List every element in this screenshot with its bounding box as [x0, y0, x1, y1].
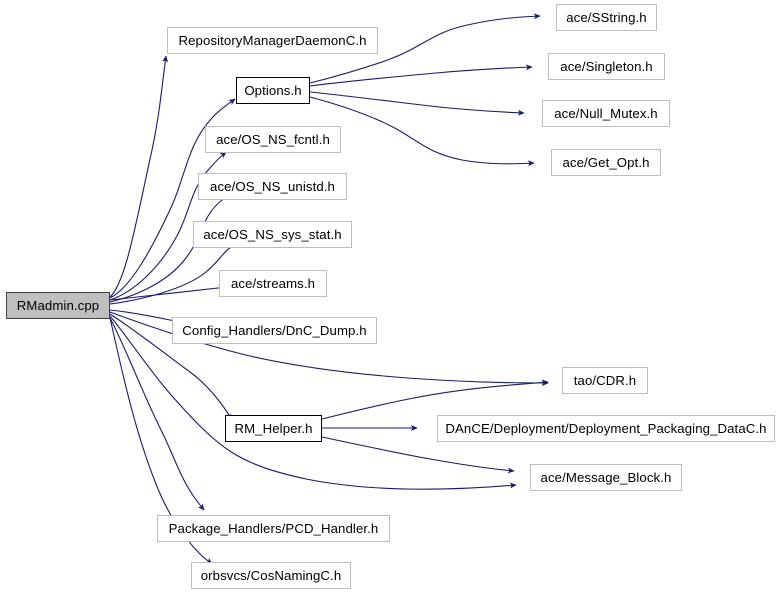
graph-node-label: ace/OS_NS_fcntl.h — [216, 131, 330, 147]
graph-node-sysstat[interactable]: ace/OS_NS_sys_stat.h — [193, 221, 352, 248]
graph-node-cosnaming[interactable]: orbsvcs/CosNamingC.h — [191, 562, 351, 589]
graph-edge-rmadmin-to-unistd — [109, 193, 232, 303]
graph-edge-rmhelper-to-msgblock — [321, 436, 515, 474]
graph-node-fcntl[interactable]: ace/OS_NS_fcntl.h — [205, 126, 341, 153]
graph-node-label: Config_Handlers/DnC_Dump.h — [182, 322, 367, 338]
graph-node-label: ace/Message_Block.h — [540, 469, 672, 485]
graph-edge-options-to-getopt — [309, 96, 535, 167]
graph-node-nullmutex[interactable]: ace/Null_Mutex.h — [542, 100, 670, 127]
graph-node-label: Options.h — [244, 82, 302, 98]
edges-group — [109, 13, 549, 565]
graph-edge-rmhelper-to-taocdr — [321, 379, 549, 420]
graph-node-repomgr[interactable]: RepositoryManagerDaemonC.h — [167, 27, 378, 54]
graph-node-dncdump[interactable]: Config_Handlers/DnC_Dump.h — [172, 317, 377, 344]
graph-node-rmhelper[interactable]: RM_Helper.h — [225, 415, 322, 442]
graph-node-label: orbsvcs/CosNamingC.h — [200, 567, 342, 583]
graph-node-label: Package_Handlers/PCD_Handler.h — [168, 520, 379, 536]
graph-node-label: ace/SString.h — [566, 9, 647, 25]
graph-edge-options-to-singleton — [309, 64, 533, 87]
graph-node-msgblock[interactable]: ace/Message_Block.h — [530, 464, 682, 491]
graph-node-unistd[interactable]: ace/OS_NS_unistd.h — [198, 173, 347, 200]
graph-node-label: ace/streams.h — [230, 275, 316, 291]
graph-node-label: tao/CDR.h — [573, 372, 637, 388]
graph-node-label: ace/OS_NS_unistd.h — [210, 178, 335, 194]
graph-node-sstring[interactable]: ace/SString.h — [556, 4, 657, 31]
graph-edge-rmadmin-to-repomgr — [109, 55, 169, 298]
graph-node-label: RepositoryManagerDaemonC.h — [178, 32, 367, 48]
graph-node-label: RMadmin.cpp — [16, 297, 100, 313]
graph-node-label: DAnCE/Deployment/Deployment_Packaging_Da… — [445, 420, 767, 436]
graph-edge-options-to-nullmutex — [309, 91, 525, 116]
graph-node-label: RM_Helper.h — [234, 420, 313, 436]
graph-node-getopt[interactable]: ace/Get_Opt.h — [551, 149, 661, 176]
graph-node-options[interactable]: Options.h — [236, 77, 310, 104]
graph-node-label: ace/Get_Opt.h — [562, 154, 650, 170]
graph-node-taocdr[interactable]: tao/CDR.h — [562, 367, 648, 394]
graph-node-label: ace/Singleton.h — [560, 58, 653, 74]
graph-node-streams[interactable]: ace/streams.h — [219, 270, 327, 297]
graph-node-label: ace/Null_Mutex.h — [554, 105, 658, 121]
graph-edge-rmadmin-to-pcdhandler — [109, 317, 205, 511]
graph-node-dance[interactable]: DAnCE/Deployment/Deployment_Packaging_Da… — [437, 415, 775, 442]
graph-node-pcdhandler[interactable]: Package_Handlers/PCD_Handler.h — [157, 515, 390, 542]
graph-node-label: ace/OS_NS_sys_stat.h — [203, 226, 342, 242]
graph-node-singleton[interactable]: ace/Singleton.h — [548, 53, 665, 80]
graph-node-rmadmin[interactable]: RMadmin.cpp — [6, 292, 110, 319]
